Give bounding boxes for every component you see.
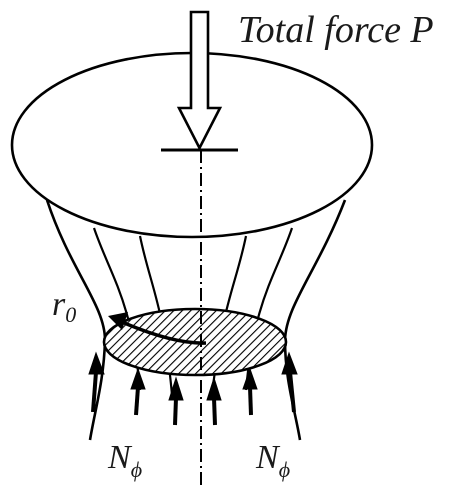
reaction-arrow-icon	[130, 367, 146, 416]
membrane-force-left-sub: ϕ	[131, 457, 142, 482]
reaction-arrow-icon	[168, 376, 184, 426]
membrane-force-left-label: Nϕ	[107, 439, 142, 482]
radius-label-main: r	[52, 286, 66, 323]
membrane-force-left-main: N	[107, 439, 133, 476]
radius-arrow	[108, 312, 207, 345]
reaction-arrow-icon	[88, 351, 105, 413]
total-force-label: Total force P	[238, 9, 434, 51]
reaction-arrows	[88, 351, 298, 426]
membrane-force-right-main: N	[255, 439, 281, 476]
reaction-arrow-icon	[281, 351, 298, 413]
reaction-arrow-icon	[206, 376, 222, 426]
applied-load-arrow-icon	[176, 10, 223, 151]
membrane-force-right-label: Nϕ	[255, 439, 290, 482]
radius-label: r0	[52, 286, 76, 327]
membrane-force-right-sub: ϕ	[279, 457, 290, 482]
radius-label-sub: 0	[65, 302, 76, 327]
reaction-arrow-icon	[242, 367, 258, 416]
